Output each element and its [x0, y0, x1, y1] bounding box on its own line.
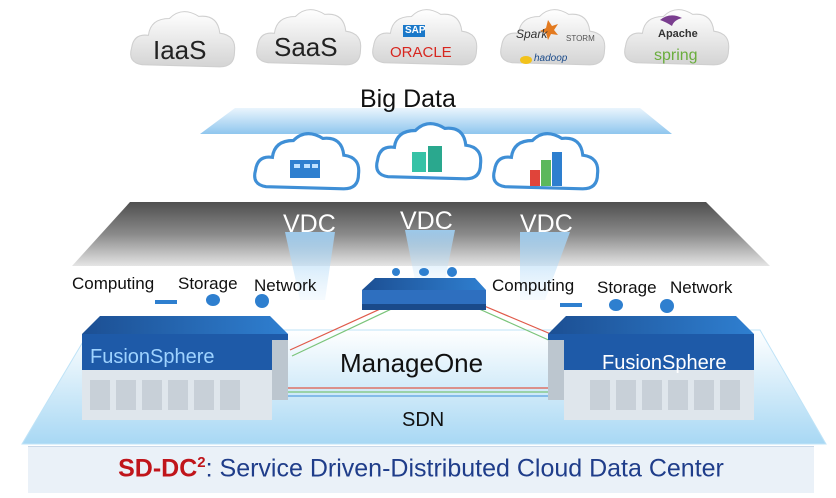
right-storage-label: Storage [597, 278, 657, 297]
left-computing-label: Computing [72, 274, 155, 293]
right-network-label: Network [670, 278, 733, 297]
beam-center [405, 230, 455, 280]
spark-star-icon [540, 20, 558, 40]
storm-logo-text: STORM [566, 34, 595, 43]
right-compute-icon [560, 303, 582, 307]
right-storage-icon [609, 299, 623, 311]
manage-one-label: ManageOne [340, 348, 484, 378]
beam-right [520, 232, 570, 300]
left-fusionsphere-label: FusionSphere [90, 346, 215, 368]
right-computing-label: Computing [492, 276, 575, 295]
left-compute-icon [155, 300, 177, 304]
building-icon [290, 160, 320, 178]
footer-title-rest: : Service Driven-Distributed Cloud Data … [205, 454, 724, 483]
footer-title-lead: SD-DC [118, 454, 198, 483]
footer-title: SD-DC2: Service Driven-Distributed Cloud… [28, 454, 814, 483]
iaas-label: IaaS [153, 35, 207, 65]
blocks-icon [530, 170, 540, 186]
spark-logo-text: Spark [516, 27, 548, 41]
left-network-label: Network [254, 276, 317, 295]
right-network-icon [660, 299, 674, 313]
left-server-stack [82, 294, 288, 420]
footer-title-sup: 2 [197, 454, 206, 471]
hadoop-logo-text: hadoop [534, 53, 568, 64]
sap-logo-box [403, 25, 425, 37]
vdc-cloud-right [492, 132, 600, 191]
apache-feather-icon [660, 15, 682, 26]
network-icon [447, 267, 457, 277]
manage-one-device [362, 267, 486, 310]
vdc-label-center: VDC [400, 207, 453, 235]
top-cloud-spark-hadoop [500, 9, 606, 66]
right-fusionsphere-label: FusionSphere [602, 352, 727, 374]
link-green-right [467, 303, 563, 347]
top-cloud-apache-spring [624, 9, 730, 66]
hadoop-elephant-icon [520, 56, 532, 64]
oracle-logo-text: ORACLE [390, 44, 452, 61]
big-data-label: Big Data [360, 85, 456, 113]
spring-logo-text: spring [654, 47, 698, 64]
sap-logo-text: SAP [405, 25, 426, 36]
top-cloud-sap-oracle [372, 9, 478, 66]
apache-logo-text: Apache [658, 28, 698, 40]
vdc-cloud-center [375, 122, 483, 181]
saas-label: SaaS [274, 32, 338, 62]
storage-icon [419, 268, 429, 276]
big-data-plate [200, 108, 672, 134]
right-server-stack [548, 299, 754, 420]
left-storage-icon [206, 294, 220, 306]
sdn-label: SDN [402, 409, 445, 431]
vdc-cloud-left [253, 132, 361, 191]
left-network-icon [255, 294, 269, 308]
link-green-left [291, 303, 403, 357]
compute-icon [392, 268, 400, 276]
vdc-label-right: VDC [520, 210, 573, 238]
footer-title-bar: SD-DC2: Service Driven-Distributed Cloud… [28, 446, 814, 493]
city-icon [412, 152, 426, 172]
vdc-label-left: VDC [283, 210, 336, 238]
left-storage-label: Storage [178, 274, 238, 293]
beam-left [285, 232, 335, 300]
